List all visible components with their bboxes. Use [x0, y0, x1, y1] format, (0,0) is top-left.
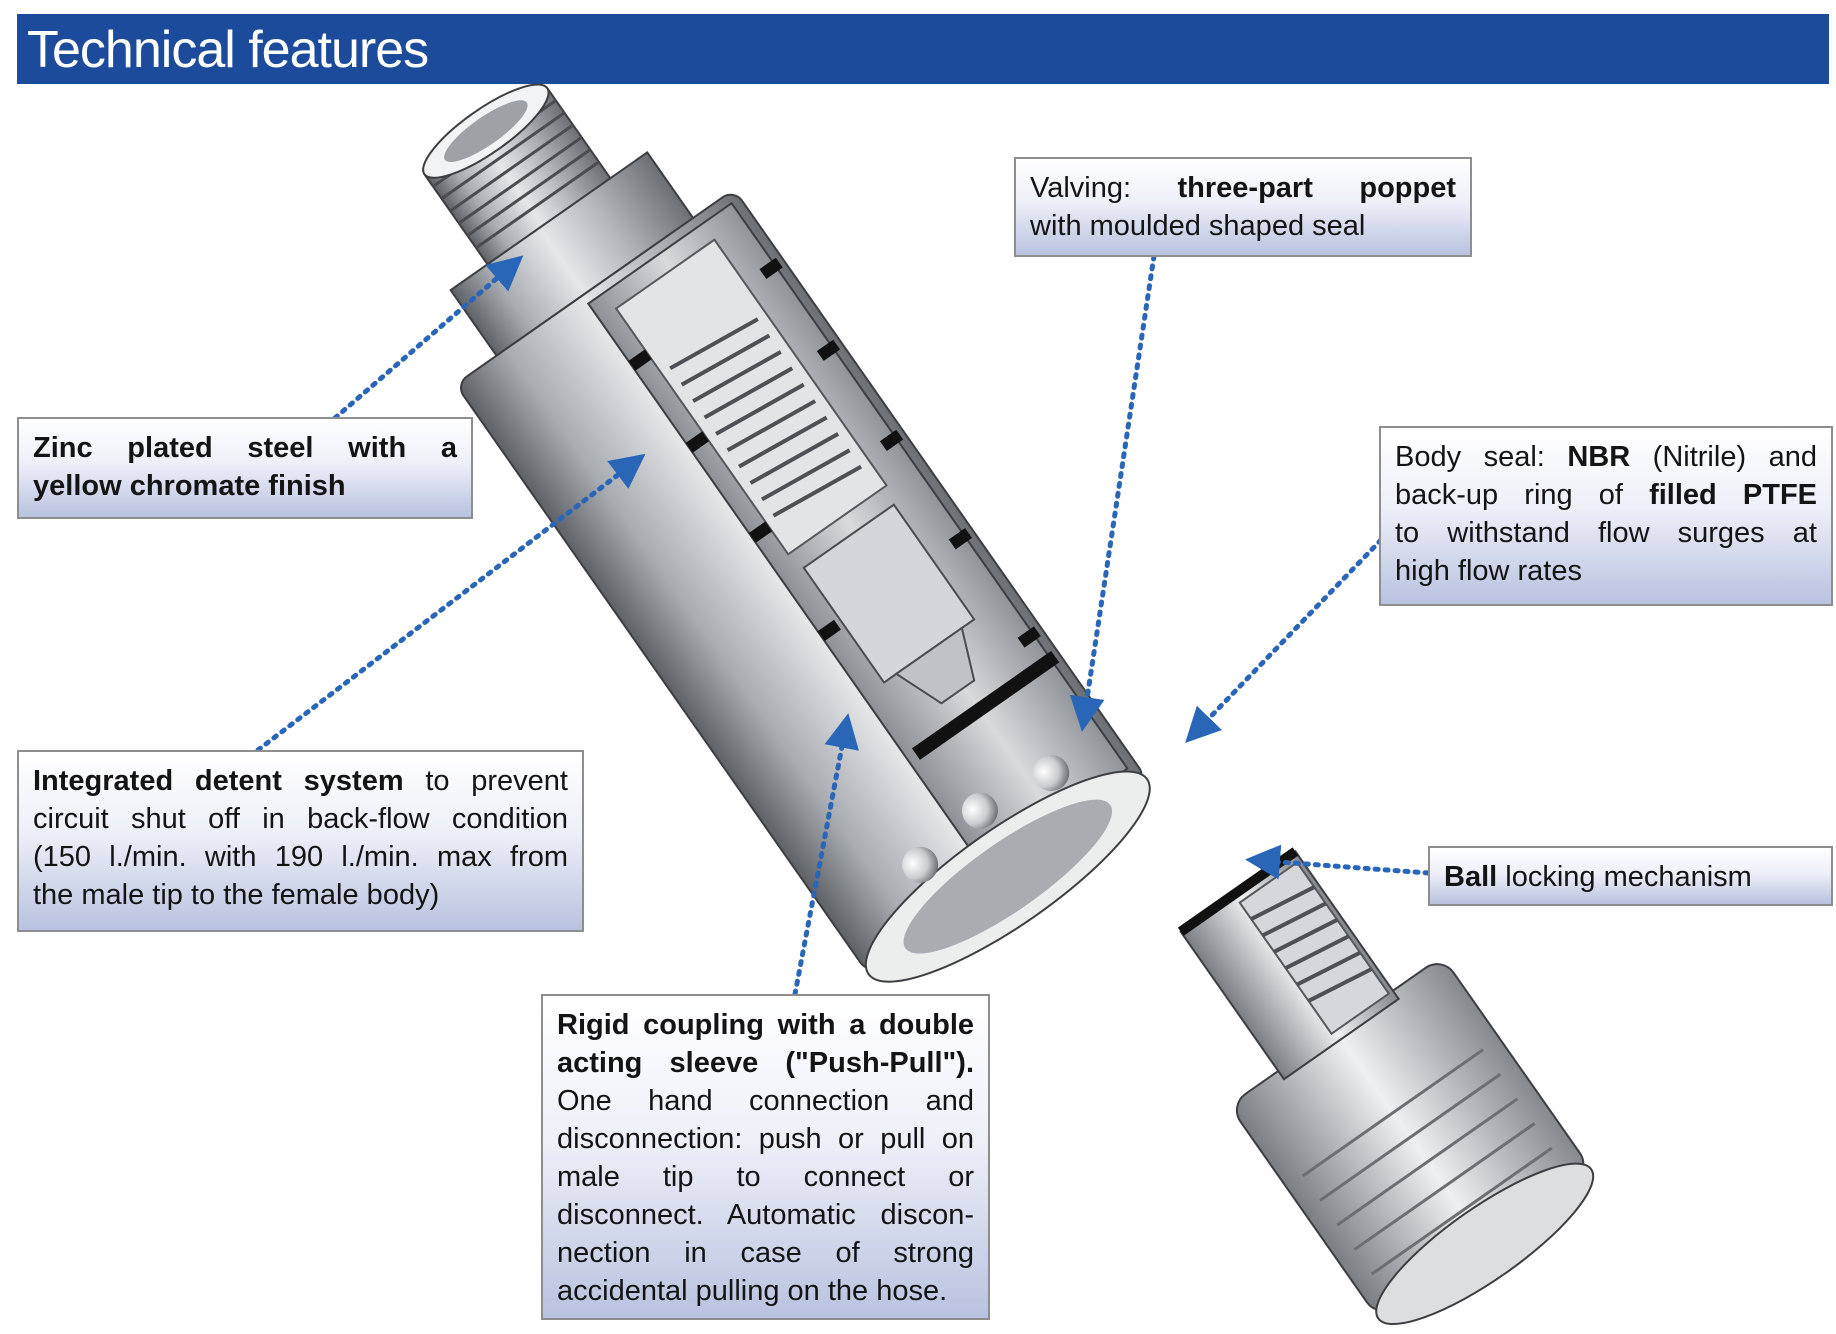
callout-line: Valving: three-part poppet [1030, 169, 1456, 207]
text-run-bold: filled PTFE [1649, 479, 1818, 511]
callout-line: yellow chromate finish [33, 470, 346, 502]
callout-line: to withstand flow surges at [1395, 517, 1817, 549]
callout-line: Ball locking mechanism [1444, 858, 1817, 896]
text-run-bold: Rigid coupling with a double [557, 1009, 974, 1041]
callout-line: accidental pulling on the hose. [557, 1275, 948, 1307]
callout-line: Body seal: NBR (Nitrile) and [1395, 438, 1817, 476]
callout-ball-lock: Ball locking mechanism [1428, 846, 1833, 906]
female-coupling-body [422, 83, 1151, 983]
callout-line: One hand connection and [557, 1085, 974, 1117]
page-title: Technical features [27, 21, 429, 79]
callout-line: back-up ring of filled PTFE [1395, 476, 1817, 514]
callout-body-seal: Body seal: NBR (Nitrile) and back-up rin… [1379, 426, 1833, 606]
callout-line: acting sleeve ("Push-Pull"). [557, 1044, 974, 1082]
callout-line: Rigid coupling with a double [557, 1006, 974, 1044]
callout-line: Zinc plated steel with a [33, 432, 457, 464]
text-run: (Nitrile) and [1630, 441, 1817, 473]
text-run: locking mechanism [1497, 861, 1752, 893]
text-run-bold: Ball [1444, 861, 1498, 893]
valving-bold: three-part poppet [1177, 172, 1457, 204]
text-run: Body seal: [1395, 441, 1568, 473]
text-run: back-up ring of [1395, 479, 1650, 511]
callout-valving: Valving: three-part poppet with moulded … [1014, 157, 1472, 257]
valving-prefix: Valving: [1030, 172, 1178, 204]
callout-line: (150 l./min. with 190 l./min. max from [33, 841, 568, 873]
text-run-bold: NBR [1567, 441, 1631, 473]
callout-line: male tip to connect or [557, 1161, 974, 1193]
callout-detent: Integrated detent system to prevent circ… [17, 750, 584, 932]
callout-line: disconnection: push or pull on [557, 1123, 974, 1155]
callout-line: nection in case of strong [557, 1237, 974, 1269]
callout-rigid-coupling: Rigid coupling with a double acting slee… [541, 994, 990, 1320]
pointer-arrow [255, 253, 1431, 997]
title-bar: Technical features [17, 14, 1829, 84]
callout-line: circuit shut off in back-flow condition [33, 803, 568, 835]
text-run-bold: Integrated detent system [33, 765, 404, 797]
text-run-bold: acting sleeve ("Push-Pull"). [557, 1047, 974, 1079]
callout-line: with moulded shaped seal [1030, 210, 1366, 242]
text-run: to prevent [403, 765, 568, 797]
callout-line: the male tip to the female body) [33, 879, 440, 911]
callout-line: high flow rates [1395, 555, 1582, 587]
callout-line: Integrated detent system to prevent [33, 762, 568, 800]
callout-line: disconnect. Automatic discon- [557, 1199, 974, 1231]
callout-material: Zinc plated steel with a yellow chromate… [17, 417, 473, 519]
